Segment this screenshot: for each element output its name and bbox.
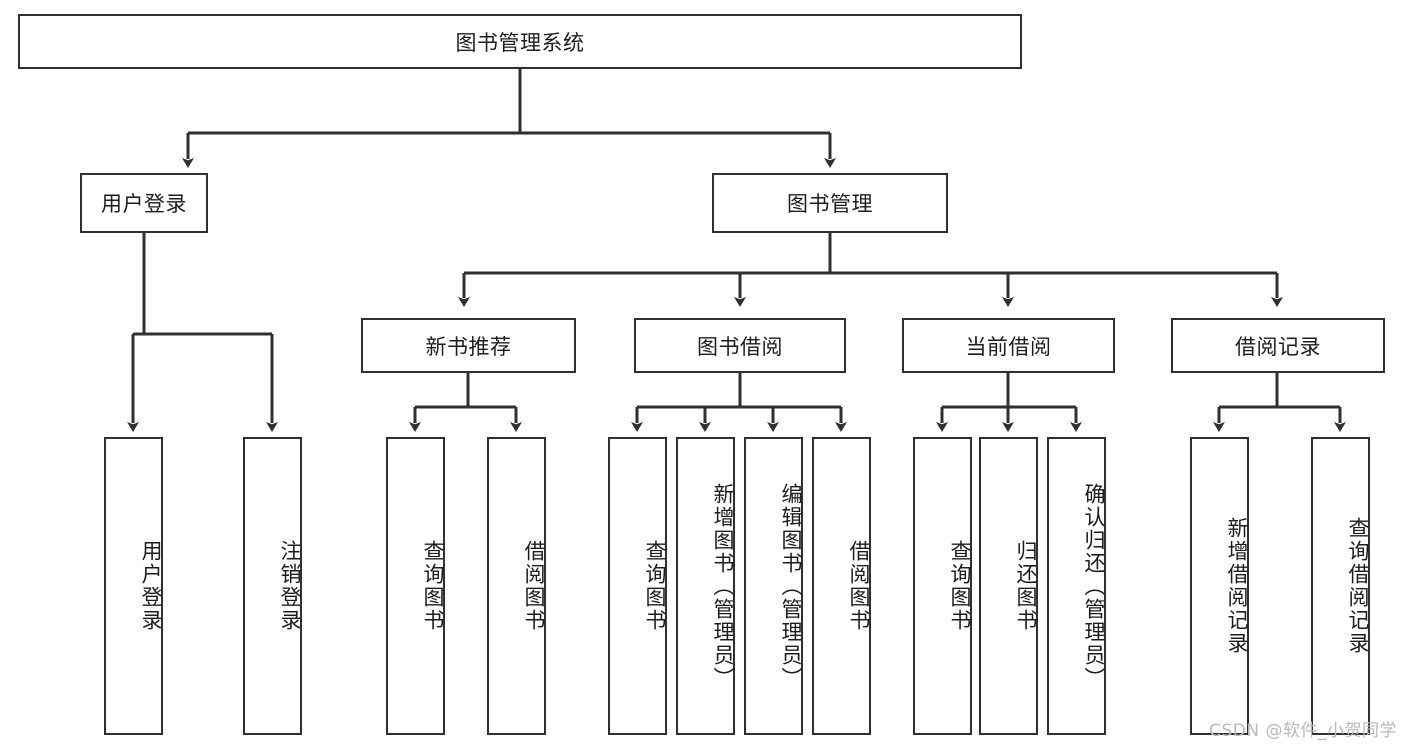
node-label: 图书管理 <box>787 192 873 216</box>
node-label: 注销登录 <box>278 540 302 632</box>
leaf-add-record[interactable]: 新增借阅记录 <box>1190 437 1249 735</box>
leaf-query-book-2[interactable]: 查询图书 <box>608 437 667 735</box>
node-label: 查询借阅记录 <box>1346 517 1370 655</box>
leaf-borrow-book-2[interactable]: 借阅图书 <box>812 437 871 735</box>
leaf-borrow-book-1[interactable]: 借阅图书 <box>487 437 546 735</box>
node-label: 查询图书 <box>643 540 667 632</box>
node-user-login[interactable]: 用户登录 <box>80 173 208 233</box>
node-label: 查询图书 <box>948 540 972 632</box>
leaf-edit-book[interactable]: 编辑图书（管理员） <box>744 437 803 735</box>
node-current-borrow[interactable]: 当前借阅 <box>902 318 1115 373</box>
node-label: 借阅图书 <box>847 540 871 632</box>
leaf-add-book[interactable]: 新增图书（管理员） <box>676 437 735 735</box>
leaf-user-login[interactable]: 用户登录 <box>104 437 163 735</box>
watermark-text: CSDN @软件_小贺同学 <box>1209 721 1397 741</box>
node-root[interactable]: 图书管理系统 <box>18 14 1022 69</box>
node-label: 图书借阅 <box>697 334 783 359</box>
node-label: 图书管理系统 <box>455 30 585 55</box>
node-label: 用户登录 <box>101 192 187 216</box>
node-book-manage[interactable]: 图书管理 <box>712 173 948 233</box>
leaf-query-book-1[interactable]: 查询图书 <box>386 437 445 735</box>
node-label: 归还图书 <box>1014 540 1038 632</box>
node-label: 新书推荐 <box>425 334 512 359</box>
leaf-logout[interactable]: 注销登录 <box>243 437 302 735</box>
node-borrow-record[interactable]: 借阅记录 <box>1171 318 1385 373</box>
node-label: 新增借阅记录 <box>1225 517 1249 655</box>
leaf-query-book-3[interactable]: 查询图书 <box>913 437 972 735</box>
node-label: 当前借阅 <box>965 334 1052 359</box>
node-new-book-rec[interactable]: 新书推荐 <box>361 318 576 373</box>
node-book-borrow[interactable]: 图书借阅 <box>634 318 846 373</box>
leaf-confirm-return[interactable]: 确认归还（管理员） <box>1047 437 1106 735</box>
node-label: 查询图书 <box>421 540 445 632</box>
node-label: 新增图书（管理员） <box>711 482 735 690</box>
leaf-return-book[interactable]: 归还图书 <box>979 437 1038 735</box>
node-label: 编辑图书（管理员） <box>779 482 803 690</box>
node-label: 用户登录 <box>139 540 163 632</box>
node-label: 借阅图书 <box>522 540 546 632</box>
node-label: 确认归还（管理员） <box>1082 482 1106 690</box>
node-label: 借阅记录 <box>1235 334 1321 359</box>
leaf-query-record[interactable]: 查询借阅记录 <box>1311 437 1370 735</box>
